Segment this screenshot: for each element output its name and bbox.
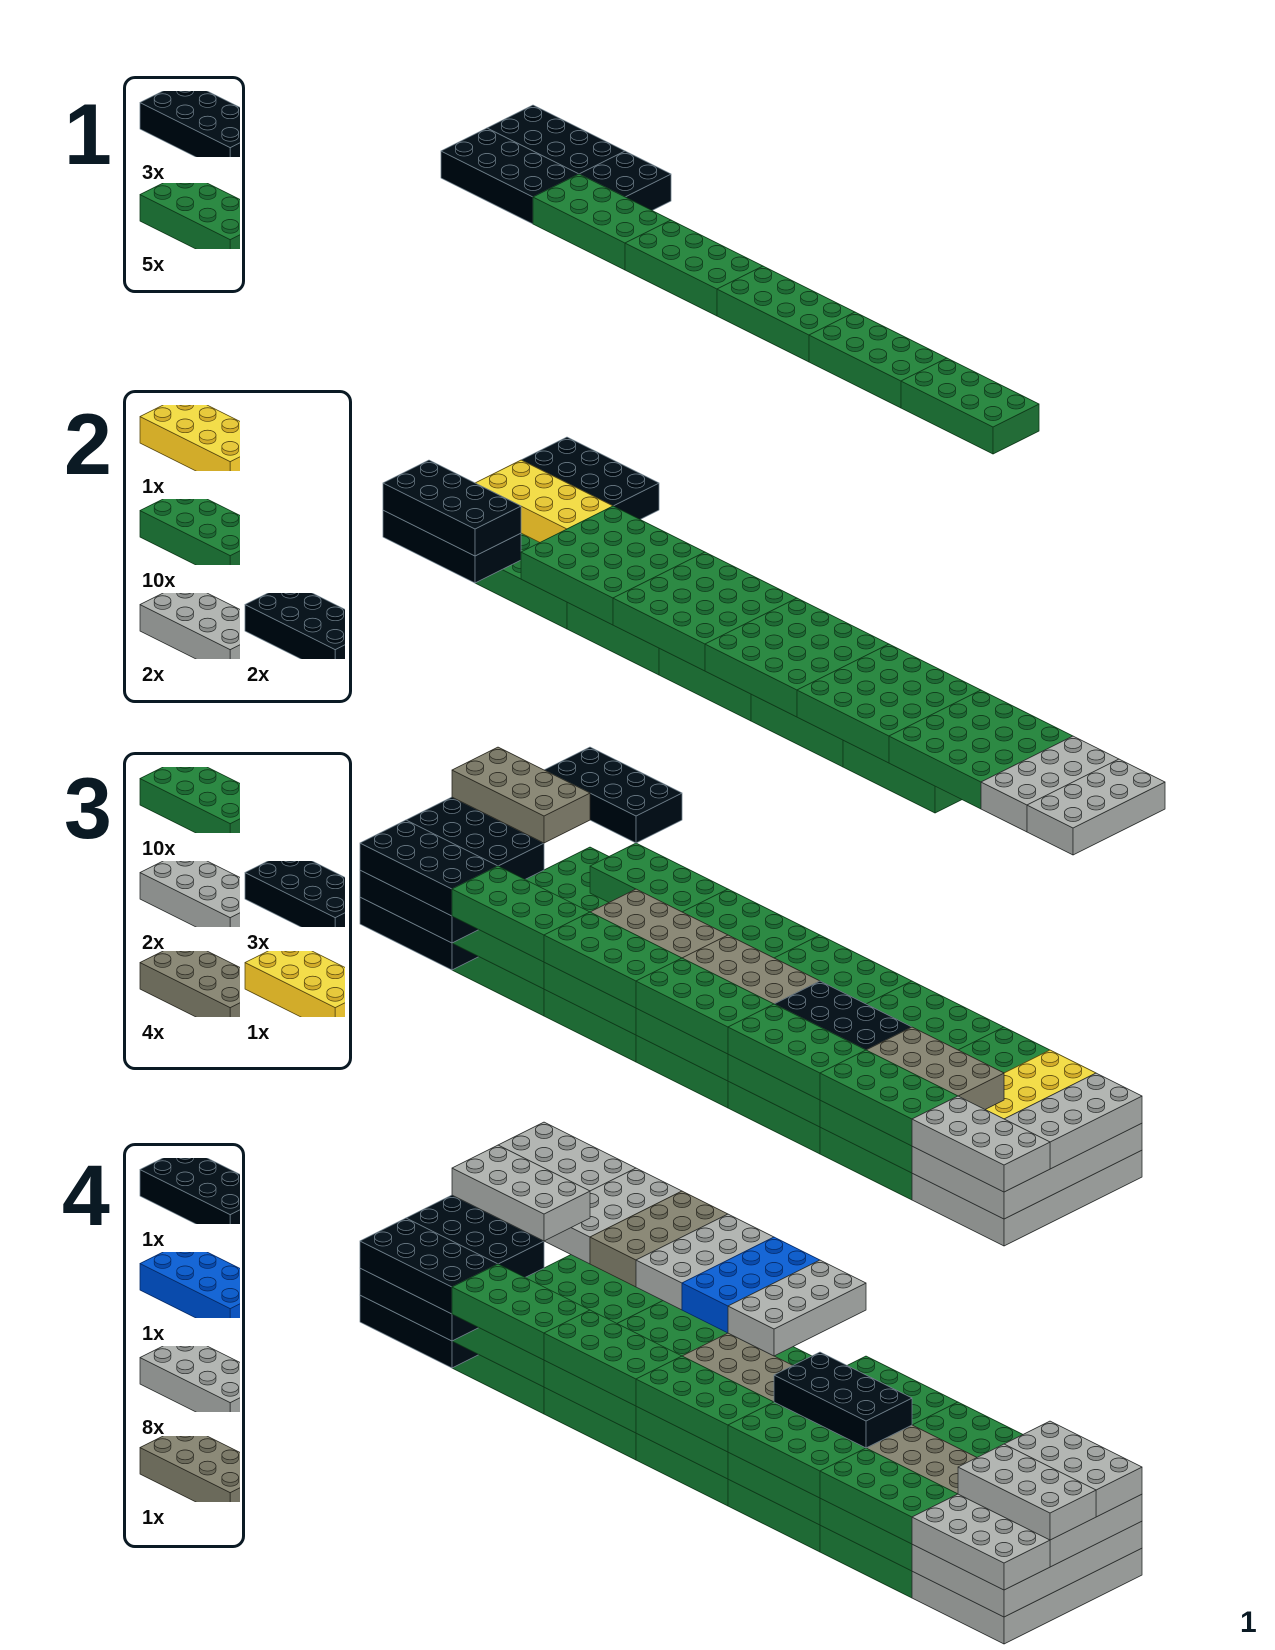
part-black-2x4-brick: 2x — [241, 593, 345, 685]
part-blue-2x4-brick: 1x — [136, 1252, 240, 1344]
part-black-2x4-brick: 3x — [136, 91, 240, 183]
part-green-2x4-brick: 5x — [136, 183, 240, 275]
step-number-1: 1 — [64, 87, 112, 183]
brick-icon — [139, 767, 240, 833]
brick-icon — [139, 1252, 240, 1318]
part-quantity: 4x — [142, 1022, 165, 1044]
part-quantity: 2x — [142, 664, 165, 686]
part-black-2x4-brick: 3x — [241, 861, 345, 953]
part-quantity: 10x — [142, 838, 176, 860]
brick-icon — [244, 951, 345, 1017]
step-number-4: 4 — [62, 1148, 110, 1244]
part-quantity: 2x — [142, 932, 165, 954]
part-quantity: 1x — [247, 1022, 270, 1044]
page-number: 1 — [1240, 1606, 1257, 1639]
brick-icon — [139, 91, 240, 157]
brick-icon — [139, 593, 240, 659]
part-quantity: 3x — [247, 932, 270, 954]
part-quantity: 1x — [142, 1323, 165, 1345]
brick-icon — [139, 1346, 240, 1412]
part-dark-gray-2x4-brick: 4x — [136, 951, 240, 1043]
part-light-gray-2x4-brick: 2x — [136, 861, 240, 953]
part-black-2x4-brick: 1x — [136, 1158, 240, 1250]
part-quantity: 8x — [142, 1417, 165, 1439]
brick-icon — [139, 499, 240, 565]
brick-icon — [244, 593, 345, 659]
part-quantity: 5x — [142, 254, 165, 276]
step-number-2: 2 — [64, 397, 112, 493]
brick-icon — [139, 951, 240, 1017]
part-dark-gray-2x4-brick: 1x — [136, 1436, 240, 1528]
part-quantity: 3x — [142, 162, 165, 184]
part-quantity: 10x — [142, 570, 176, 592]
brick-icon — [139, 183, 240, 249]
brick-icon — [139, 1158, 240, 1224]
part-yellow-2x4-brick: 1x — [136, 405, 240, 497]
part-yellow-2x4-brick: 1x — [241, 951, 345, 1043]
parts-list-step-1: 3x 5x — [123, 76, 245, 293]
part-quantity: 1x — [142, 476, 165, 498]
brick-icon — [139, 861, 240, 927]
part-green-2x4-brick: 10x — [136, 767, 240, 859]
parts-list-step-3: 10x 2x 3x 4x 1x — [123, 752, 352, 1070]
part-green-2x4-brick: 10x — [136, 499, 240, 591]
parts-list-step-2: 1x 10x 2x 2x — [123, 390, 352, 703]
part-light-gray-2x4-brick: 2x — [136, 593, 240, 685]
step-number-3: 3 — [64, 761, 112, 857]
part-light-gray-2x4-brick: 8x — [136, 1346, 240, 1438]
brick-icon — [139, 405, 240, 471]
part-quantity: 1x — [142, 1229, 165, 1251]
brick-icon — [139, 1436, 240, 1502]
part-quantity: 2x — [247, 664, 270, 686]
part-quantity: 1x — [142, 1507, 165, 1529]
parts-list-step-4: 1x 1x 8x 1x — [123, 1143, 245, 1548]
brick-icon — [244, 861, 345, 927]
